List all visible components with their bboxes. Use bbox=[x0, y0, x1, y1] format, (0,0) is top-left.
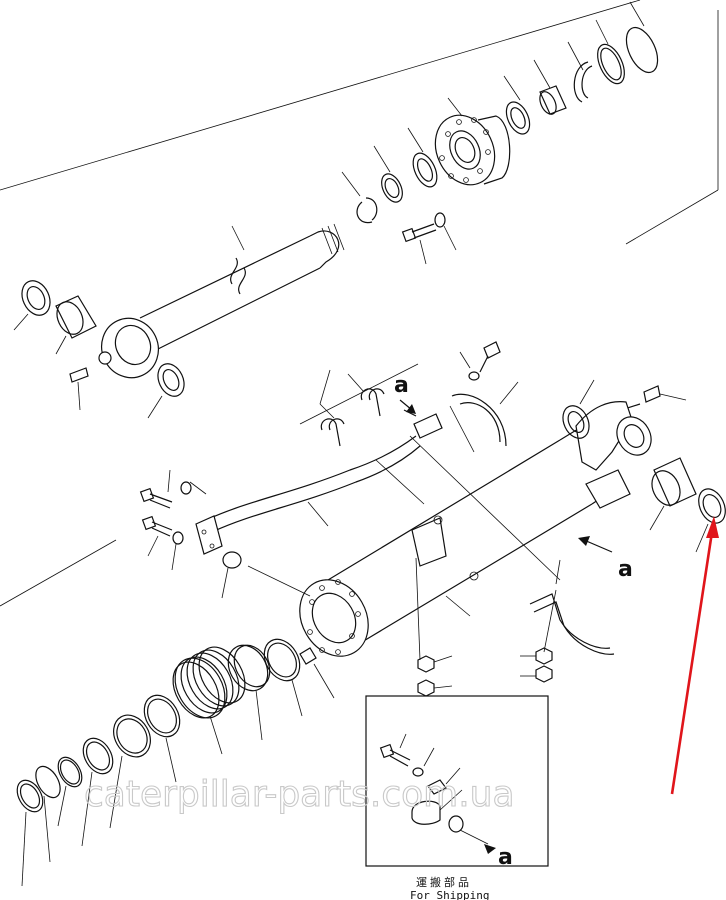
grease-fitting-rod bbox=[69, 367, 89, 411]
assembly-leader-lines bbox=[247, 405, 561, 661]
o-ring-hose bbox=[221, 551, 242, 599]
shipping-caption-english: For Shipping bbox=[410, 889, 489, 900]
slide-ring bbox=[81, 737, 114, 847]
piston-rod bbox=[98, 223, 345, 379]
inset-washer bbox=[412, 747, 435, 777]
upper-group-frame bbox=[0, 0, 719, 245]
callout-a-top: a bbox=[394, 373, 416, 414]
plug-piston bbox=[299, 647, 335, 699]
pipe-connector bbox=[403, 409, 443, 439]
bottom-seal-left bbox=[562, 379, 595, 439]
inset-o-ring bbox=[448, 815, 489, 845]
hose-assembly bbox=[195, 435, 421, 555]
wiper-ring bbox=[407, 127, 438, 188]
bolt-left-1 bbox=[139, 469, 173, 509]
wear-ring-2 bbox=[109, 714, 151, 829]
inset-spacer bbox=[427, 767, 461, 795]
o-ring-top bbox=[625, 1, 659, 74]
tube-clamp-mount bbox=[411, 515, 479, 581]
lower-group-frame bbox=[0, 363, 419, 607]
rod-end-bushing-left bbox=[13, 280, 51, 331]
rod-end-bushing bbox=[55, 295, 97, 355]
cylinder-head bbox=[434, 97, 511, 186]
snap-ring-lower bbox=[16, 779, 44, 887]
bushing-head bbox=[533, 59, 567, 115]
callout-a-top-label: a bbox=[394, 373, 409, 398]
cylinder-tube bbox=[299, 401, 652, 657]
watermark: caterpillar-parts.com.ua bbox=[84, 774, 515, 815]
shipping-inset: a bbox=[365, 695, 549, 870]
red-annotation-arrow bbox=[670, 516, 719, 795]
washer-left-1 bbox=[180, 481, 207, 495]
head-bolt bbox=[401, 223, 437, 265]
bolt-left-2 bbox=[141, 515, 173, 557]
backup-ring-top bbox=[595, 19, 625, 85]
piston-ring-2 bbox=[263, 638, 303, 717]
snap-ring-rod bbox=[341, 171, 378, 224]
inset-clamp bbox=[411, 789, 463, 825]
buffer-ring bbox=[503, 75, 531, 135]
bottom-seal bbox=[695, 488, 726, 553]
inset-bolt bbox=[379, 733, 411, 767]
inset-callout-label: a bbox=[498, 845, 513, 870]
piston bbox=[172, 646, 246, 755]
o-ring-lower bbox=[35, 765, 61, 863]
wear-ring-1 bbox=[143, 694, 181, 783]
shipping-caption-japanese: 運搬部品 bbox=[416, 875, 472, 889]
snap-ring-top bbox=[567, 41, 593, 103]
piston-ring-1 bbox=[227, 644, 271, 741]
backup-ring-lower bbox=[57, 756, 83, 827]
washer-left-2 bbox=[171, 531, 184, 571]
callout-a-right-label: a bbox=[618, 557, 633, 582]
tube-bracket-lower bbox=[529, 559, 615, 655]
hose-clamps bbox=[319, 369, 385, 447]
callout-a-right: a bbox=[578, 536, 633, 582]
rod-end-seal bbox=[147, 363, 185, 419]
nuts-lower bbox=[417, 647, 553, 697]
bracket-bolt-top bbox=[459, 341, 501, 381]
rod-packing bbox=[373, 145, 403, 203]
grease-fitting-bottom bbox=[643, 385, 687, 403]
pipe-bracket-top bbox=[451, 381, 519, 447]
bottom-bushing bbox=[649, 457, 697, 531]
head-washer bbox=[434, 212, 457, 251]
